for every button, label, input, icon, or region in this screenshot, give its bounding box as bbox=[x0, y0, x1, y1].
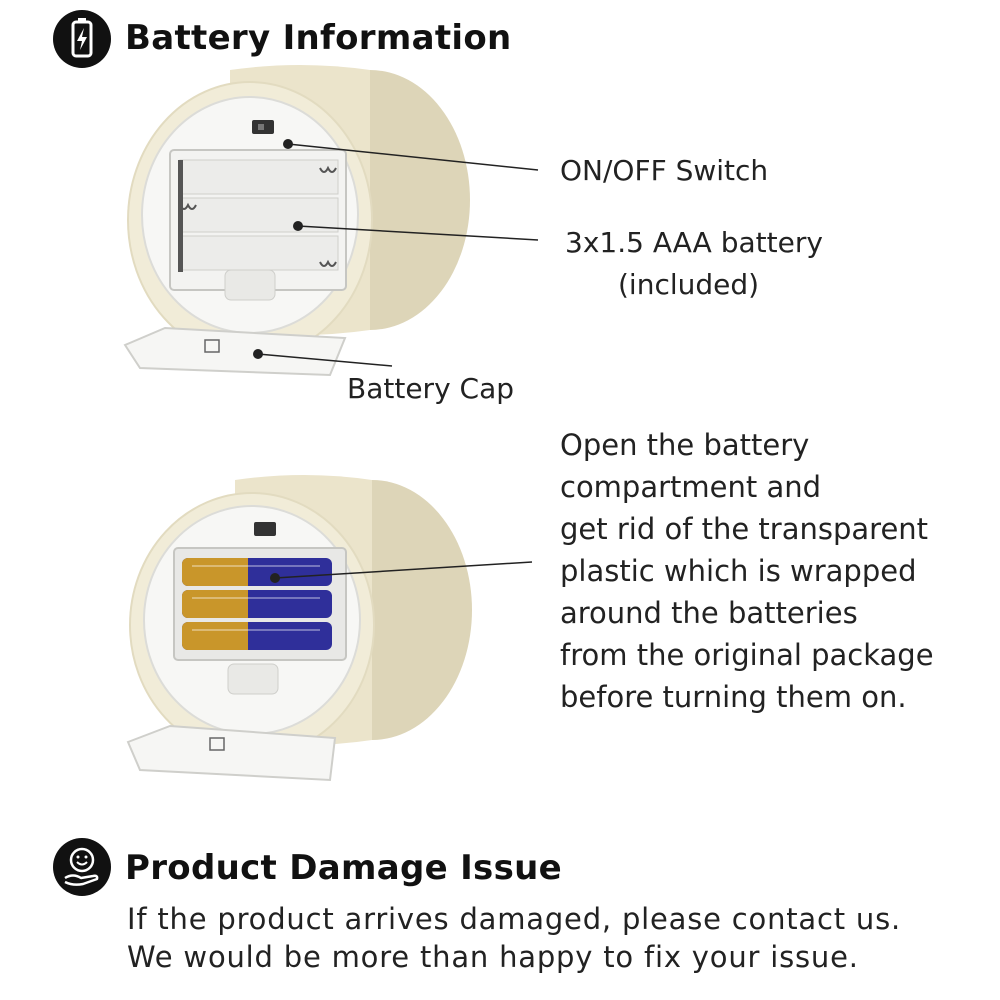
candle-with-batteries-image bbox=[0, 420, 560, 800]
instruction-line: before turning them on. bbox=[560, 680, 907, 714]
damage-line: If the product arrives damaged, please c… bbox=[127, 902, 902, 936]
on-off-switch-label: ON/OFF Switch bbox=[560, 154, 769, 187]
battery-type-label: 3x1.5 AAA battery bbox=[565, 226, 823, 259]
instruction-line: get rid of the transparent bbox=[560, 512, 929, 546]
battery-section-title: Battery Information bbox=[125, 18, 512, 58]
instructions-text: Open the battery compartment and get rid… bbox=[560, 424, 934, 718]
battery-icon bbox=[53, 10, 111, 68]
smile-hand-icon bbox=[53, 838, 111, 896]
instruction-line: around the batteries bbox=[560, 596, 858, 630]
instruction-line: plastic which is wrapped bbox=[560, 554, 917, 588]
instruction-line: Open the battery bbox=[560, 428, 810, 462]
damage-section-title: Product Damage Issue bbox=[125, 848, 562, 888]
battery-cap-label: Battery Cap bbox=[347, 372, 515, 405]
instruction-line: compartment and bbox=[560, 470, 822, 504]
damage-message: If the product arrives damaged, please c… bbox=[127, 900, 901, 976]
candle-battery-compartment-image bbox=[0, 0, 560, 420]
instruction-line: from the original package bbox=[560, 638, 934, 672]
battery-included-label: (included) bbox=[618, 268, 760, 301]
damage-line: We would be more than happy to fix your … bbox=[127, 940, 859, 974]
